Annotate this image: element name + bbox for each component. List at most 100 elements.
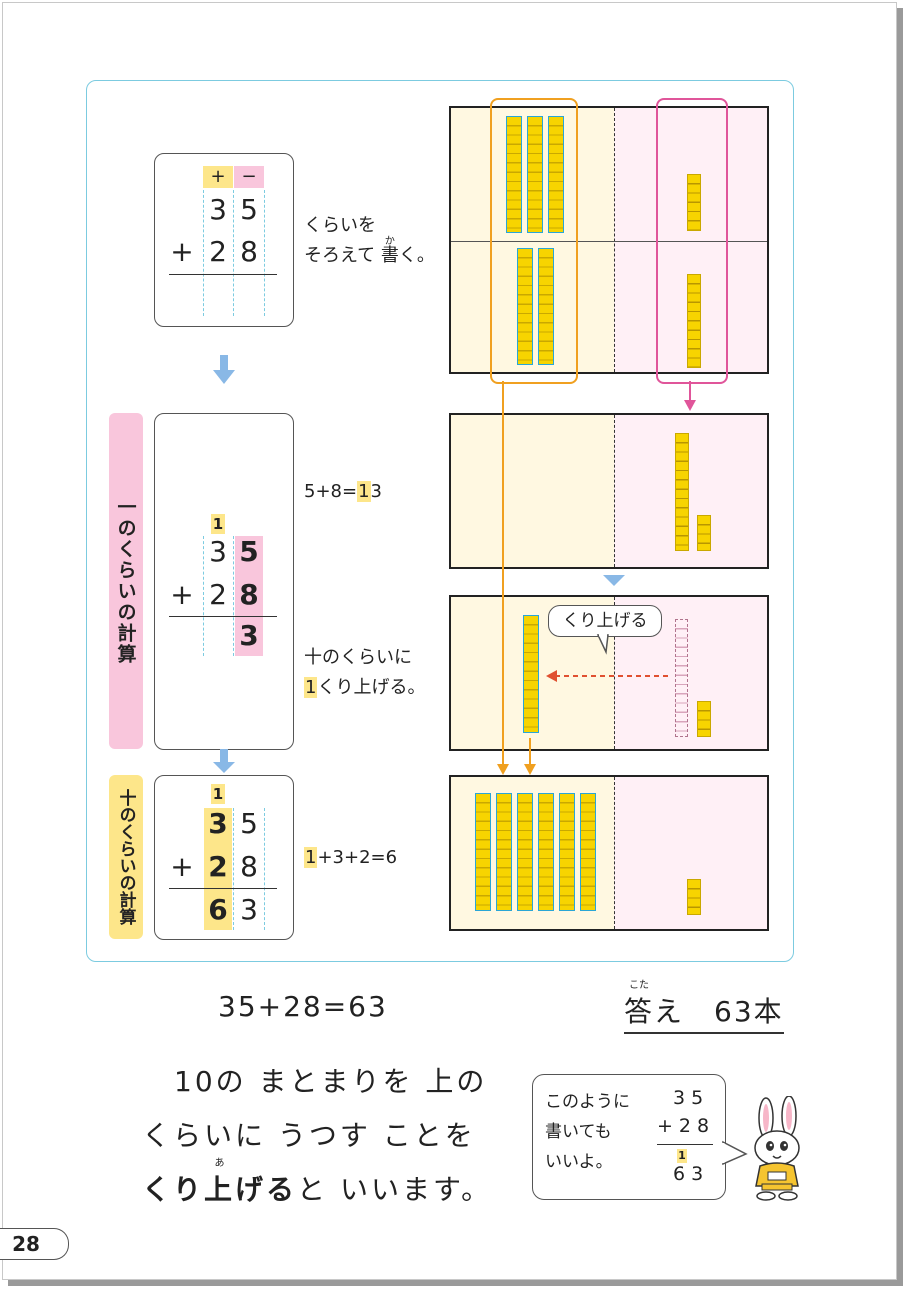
unit-cubes: [687, 274, 701, 368]
tip-line: このように: [545, 1092, 630, 1112]
explain-line2: くらいに うつす ことを: [142, 1119, 476, 1152]
ruby-a: あ上: [204, 1158, 236, 1208]
unit-cubes: [687, 174, 701, 231]
tens-guide: [233, 190, 234, 316]
tens-guide: [203, 190, 204, 316]
carry-number: 1: [304, 677, 318, 698]
top-tens-digit: 3: [209, 193, 227, 226]
ruby-kaku: か書: [380, 236, 399, 270]
tip-carry: 1: [677, 1149, 687, 1163]
page-number: 28: [12, 1232, 40, 1256]
top-ones-digit: 5: [239, 535, 259, 568]
note-line: 1くり上げる。: [304, 674, 425, 702]
tip-text: このように 書いても いいよ。: [545, 1087, 630, 1177]
equation-text: 5+8=: [304, 481, 358, 502]
note-kanji: 書: [380, 245, 399, 266]
bottom-tens-digit: 2: [208, 850, 228, 883]
plus-sign: +: [170, 850, 194, 883]
tens-area: [451, 415, 614, 567]
plus-sign: +: [170, 235, 194, 268]
top-ones-digit: 5: [240, 807, 258, 840]
tip-rule: [657, 1144, 713, 1145]
sum-line: [169, 274, 277, 275]
plus-sign: +: [170, 578, 194, 611]
tip-bubble: このように 書いても いいよ。 35 +28 1 63: [532, 1074, 726, 1200]
top-tens-digit: 3: [209, 535, 227, 568]
ones-guide: [264, 190, 265, 316]
ten-rod: [559, 793, 575, 911]
ruby-kotae: こた答: [624, 980, 654, 1030]
tip-result: 63: [673, 1163, 710, 1185]
note-line: くらいを: [304, 215, 376, 236]
ten-rod: [475, 793, 491, 911]
carry-mark: 1: [211, 514, 225, 534]
flow-arrow-stem: [220, 749, 228, 763]
bottom-ones-digit: 8: [240, 850, 258, 883]
note-text: そろえて: [304, 245, 381, 266]
unit-cubes: [697, 515, 711, 551]
ruby-reading: こた: [629, 980, 649, 991]
ten-rod: [548, 116, 564, 233]
ones-highlight-box: [656, 98, 728, 384]
unit-cubes: [675, 433, 689, 551]
tip-bubble-tail: [721, 1140, 748, 1166]
explain-line1: 10の まとまりを 上の: [174, 1065, 488, 1098]
board-tens-total: [449, 775, 769, 931]
bottom-tens-digit: 2: [209, 578, 227, 611]
sum-line: [169, 616, 277, 617]
row-divider: [451, 241, 767, 242]
place-divider: [614, 108, 615, 372]
summary-equation: 35+28=63: [218, 990, 388, 1023]
ruby-reading: あ: [214, 1158, 225, 1169]
ones-side-label: 一のくらいの計算: [109, 413, 143, 749]
sum-line: [169, 888, 277, 889]
ten-rod: [506, 116, 522, 233]
ten-rod: [527, 116, 543, 233]
result-ones-digit: 3: [239, 619, 259, 652]
step2-equation: 5+8=13: [304, 478, 382, 506]
tip-top-number: 35: [673, 1087, 710, 1109]
step3-card: 1 3 5 + 2 8 6 3: [154, 775, 294, 940]
rabbit-mascot-icon: [754, 1096, 800, 1201]
bubble-text: くり上げる: [562, 611, 648, 631]
tens-column-highlight: [204, 808, 232, 930]
answer-text: え 63本: [654, 995, 784, 1028]
board-ones-combined: [449, 413, 769, 569]
explain-text: と いいます。: [297, 1173, 493, 1206]
flow-arrow-stem: [220, 355, 228, 371]
header-plus: +: [203, 166, 233, 188]
carry-number: 1: [357, 481, 371, 502]
note-text: くり上げる。: [317, 677, 426, 698]
equation-text: 3: [370, 481, 382, 502]
bottom-tens-digit: 2: [209, 235, 227, 268]
ones-area: [614, 415, 767, 567]
tip-line: 書いても: [545, 1122, 612, 1142]
place-divider: [614, 597, 615, 749]
ten-rod: [538, 248, 554, 365]
carry-mark: 1: [211, 784, 225, 804]
tens-highlight-box: [490, 98, 578, 384]
tip-bottom-number: +28: [657, 1115, 716, 1137]
unit-cubes: [687, 879, 701, 915]
main-panel: [86, 80, 794, 962]
top-tens-digit: 3: [208, 807, 228, 840]
step1-note: くらいを そろえて か書く。: [304, 212, 435, 270]
page-number-tab: 28: [0, 1228, 69, 1260]
explain-line3: くりあ上げると いいます。: [142, 1158, 493, 1208]
place-divider: [614, 777, 615, 929]
note-text: く。: [398, 245, 435, 266]
result-tens-digit: 6: [208, 893, 228, 926]
tens-guide: [233, 536, 234, 656]
tip-line: いいよ。: [545, 1152, 613, 1172]
step1-card: + − 3 5 + 2 8: [154, 153, 294, 327]
result-ones-digit: 3: [240, 893, 258, 926]
ghost-ten-rod: [675, 619, 688, 737]
carried-ten-rod: [523, 615, 539, 733]
place-divider: [614, 415, 615, 567]
term-kanji: 上: [204, 1173, 236, 1206]
ten-rod: [538, 793, 554, 911]
term-text: くり: [142, 1173, 205, 1206]
flow-arrow-icon: [213, 762, 235, 773]
ones-guide: [264, 808, 265, 930]
ten-rod: [517, 793, 533, 911]
